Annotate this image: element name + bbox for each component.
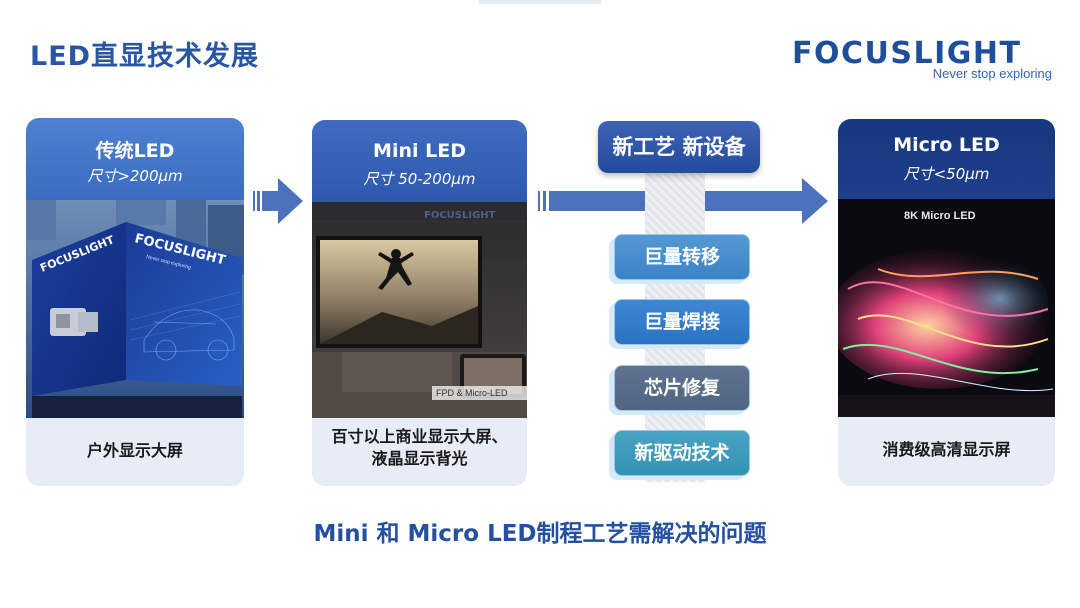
process-item-mass-transfer: 巨量转移 bbox=[614, 234, 750, 280]
outdoor-billboard-illustration: FOCUSLIGHT FOCUSLIGHT Never stop explori… bbox=[26, 200, 244, 418]
micro-led-8k-image: 8K Micro LED bbox=[838, 199, 1055, 417]
logo-tagline: Never stop exploring bbox=[932, 66, 1052, 81]
process-item-label: 巨量焊接 bbox=[643, 311, 720, 333]
process-item-chip-repair: 芯片修复 bbox=[614, 365, 750, 411]
page-title: LED直显技术发展 bbox=[30, 41, 260, 72]
bottom-title: Mini 和 Micro LED制程工艺需解决的问题 bbox=[313, 521, 767, 547]
fpd-micro-led-label: FPD & Micro-LED bbox=[436, 388, 508, 398]
card-subtitle: 尺寸>200μm bbox=[87, 167, 183, 185]
top-tab-decoration bbox=[478, 0, 602, 4]
card-caption: 户外显示大屏 bbox=[86, 441, 183, 460]
focuslight-logo: FOCUSLIGHT Never stop exploring bbox=[792, 36, 1054, 86]
process-item-label: 新驱动技术 bbox=[634, 442, 730, 464]
new-process-equipment-banner: 新工艺 新设备 bbox=[598, 121, 760, 173]
logo-wordmark: FOCUSLIGHT bbox=[792, 36, 1022, 71]
card-header: Micro LED 尺寸<50μm bbox=[838, 119, 1055, 201]
process-item-label: 芯片修复 bbox=[643, 377, 720, 399]
mini-led-display-illustration: FOCUSLIGHT FPD & Micro-LED bbox=[312, 202, 527, 418]
caption-line-2: 液晶显示背光 bbox=[371, 449, 468, 468]
card-caption: 百寸以上商业显示大屏、 液晶显示背光 bbox=[312, 426, 527, 470]
card-title: Micro LED bbox=[893, 134, 1000, 156]
mini-led-tv-image: FOCUSLIGHT FPD & Micro-LED bbox=[312, 202, 527, 418]
card-micro-led: Micro LED 尺寸<50μm 8K Micro LED bbox=[838, 119, 1055, 486]
process-item-mass-bonding: 巨量焊接 bbox=[614, 299, 750, 345]
card-subtitle: 尺寸 50-200μm bbox=[363, 170, 476, 188]
caption-line-1: 百寸以上商业显示大屏、 bbox=[331, 427, 508, 446]
8k-micro-led-label: 8K Micro LED bbox=[904, 210, 976, 222]
process-item-new-driver-tech: 新驱动技术 bbox=[614, 430, 750, 476]
wall-logo: FOCUSLIGHT bbox=[424, 210, 496, 221]
card-header: Mini LED 尺寸 50-200μm bbox=[312, 120, 527, 202]
card-traditional-led: 传统LED 尺寸>200μm bbox=[26, 118, 244, 486]
card-mini-led: Mini LED 尺寸 50-200μm FOCUS bbox=[312, 120, 527, 486]
process-item-label: 巨量转移 bbox=[643, 246, 720, 268]
card-caption: 消费级高清显示屏 bbox=[882, 440, 1011, 459]
chevron-right-arrow-icon bbox=[253, 178, 303, 224]
card-title: Mini LED bbox=[373, 140, 466, 162]
micro-led-display-illustration: 8K Micro LED bbox=[838, 199, 1055, 417]
banner-label: 新工艺 新设备 bbox=[612, 135, 746, 159]
card-subtitle: 尺寸<50μm bbox=[903, 165, 990, 183]
card-header: 传统LED 尺寸>200μm bbox=[26, 118, 244, 200]
card-title: 传统LED bbox=[95, 140, 175, 162]
outdoor-billboard-image: FOCUSLIGHT FOCUSLIGHT Never stop explori… bbox=[26, 200, 244, 486]
